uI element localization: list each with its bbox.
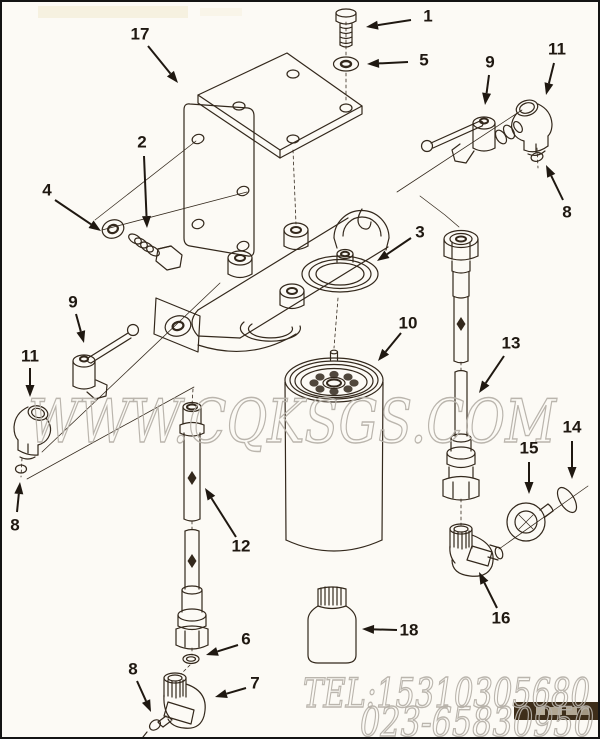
part-filter-10 [284, 349, 384, 552]
watermark-layer: WWW.CQKSGS.COM TEL:15310305680 023-65830… [27, 386, 594, 739]
callout-label-7-14: 7 [250, 674, 259, 693]
callout-label-13-10: 13 [502, 334, 521, 353]
callout-arrowhead-13-10 [479, 380, 490, 393]
callout-arrowhead-4-4 [88, 220, 101, 231]
part-elbow-11-right [511, 99, 553, 157]
callout-arrow-13-10 [484, 355, 505, 384]
callout-label-10-9: 10 [399, 314, 418, 333]
callout-arrow-12-11 [210, 497, 237, 538]
leader-lines [26, 109, 589, 550]
callout-label-1-0: 1 [423, 7, 432, 26]
callout-arrowhead-14-17 [567, 467, 577, 479]
part-bracket-17 [183, 52, 363, 257]
callout-label-12-11: 12 [232, 537, 251, 556]
part-bottle-18 [307, 586, 357, 664]
part-bolt-1 [335, 8, 357, 48]
callout-arrowhead-8-21 [14, 482, 24, 495]
part-oring-8-right [530, 152, 544, 162]
callout-arrowhead-3-8 [377, 250, 390, 261]
part-hose-12 [175, 401, 209, 650]
callout-arrow-8-7 [550, 175, 564, 201]
callout-label-14-17: 14 [563, 418, 582, 437]
callout-arrow-2-3 [143, 155, 148, 217]
assembly-axis-dashes [20, 21, 539, 675]
watermark-phone1-text: TEL:15310305680 [303, 671, 590, 717]
part-washer-5 [332, 56, 360, 72]
part-bolt-2 [128, 233, 183, 271]
callout-label-15-18: 15 [520, 439, 539, 458]
callout-label-8-7: 8 [562, 203, 571, 222]
callout-arrowhead-7-14 [215, 689, 228, 698]
callout-arrow-9-5 [485, 74, 490, 94]
callout-arrow-6-12 [217, 644, 239, 653]
callout-label-8-13: 8 [128, 660, 137, 679]
callout-arrow-17-2 [147, 45, 172, 75]
callout-arrow-7-14 [226, 687, 247, 695]
callout-label-2-3: 2 [137, 133, 146, 152]
callout-arrowhead-9-19 [76, 330, 86, 343]
callout-arrowhead-8-7 [546, 165, 556, 178]
callout-arrowhead-11-6 [544, 82, 554, 95]
part-oring-8-left [14, 464, 28, 474]
part-oring-8-bottom [142, 719, 162, 738]
callout-arrowhead-2-3 [142, 215, 151, 228]
part-elbow-11-left [13, 405, 52, 460]
callout-label-5-1: 5 [419, 51, 428, 70]
callout-arrow-8-13 [136, 680, 147, 702]
callout-label-8-21: 8 [10, 516, 19, 535]
callout-arrowhead-11-20 [25, 385, 35, 397]
part-elbow-16 [449, 523, 504, 577]
part-valve-9-left [72, 323, 140, 400]
callout-label-9-5: 9 [485, 53, 494, 72]
callout-arrow-5-1 [378, 61, 409, 65]
callout-arrowhead-5-1 [367, 58, 380, 68]
part-plug-15 [506, 502, 554, 542]
callout-arrow-16-16 [483, 582, 498, 609]
callout-label-11-6: 11 [548, 40, 566, 59]
callout-arrow-1-0 [377, 19, 412, 27]
watermark-phone2-text: 023-65830950 [360, 700, 594, 739]
part-elbow-7 [157, 672, 206, 729]
part-hose-13 [442, 229, 480, 501]
callout-arrow-4-4 [54, 199, 92, 226]
callout-label-18-15: 18 [400, 621, 419, 640]
callout-arrow-10-9 [384, 332, 402, 353]
callout-label-16-16: 16 [492, 609, 511, 628]
callout-arrowhead-6-12 [206, 647, 219, 656]
callout-arrow-18-15 [373, 628, 398, 631]
callout-arrowhead-17-2 [166, 70, 178, 83]
callout-arrowhead-8-13 [141, 699, 151, 712]
callout-arrowhead-18-15 [362, 624, 375, 634]
callout-arrow-9-19 [75, 313, 82, 332]
callout-arrow-11-6 [547, 62, 555, 84]
callout-label-6-12: 6 [241, 630, 250, 649]
callout-label-3-8: 3 [415, 223, 424, 242]
callout-arrowhead-16-16 [479, 572, 489, 585]
part-valve-9-right [420, 116, 523, 164]
callout-label-4-4: 4 [42, 181, 52, 200]
stamp-box [514, 702, 600, 720]
callout-arrow-8-21 [16, 493, 20, 513]
callout-arrowhead-15-18 [524, 482, 534, 494]
part-oring-6 [182, 653, 200, 665]
callout-arrowhead-1-0 [366, 20, 379, 30]
callout-label-11-20: 11 [21, 347, 39, 366]
callout-arrowhead-10-9 [378, 348, 390, 361]
callout-arrowhead-12-11 [205, 488, 216, 501]
faint-smudge [38, 6, 242, 18]
callout-label-17-2: 17 [131, 25, 150, 44]
callout-label-9-19: 9 [68, 293, 77, 312]
callout-arrow-3-8 [386, 237, 412, 256]
watermark-site-text: WWW.CQKSGS.COM [28, 387, 557, 457]
part-filter-head-3 [153, 208, 390, 353]
part-oring-14 [556, 486, 578, 514]
part-washer-4 [101, 219, 125, 239]
callout-arrowhead-9-5 [482, 92, 492, 105]
